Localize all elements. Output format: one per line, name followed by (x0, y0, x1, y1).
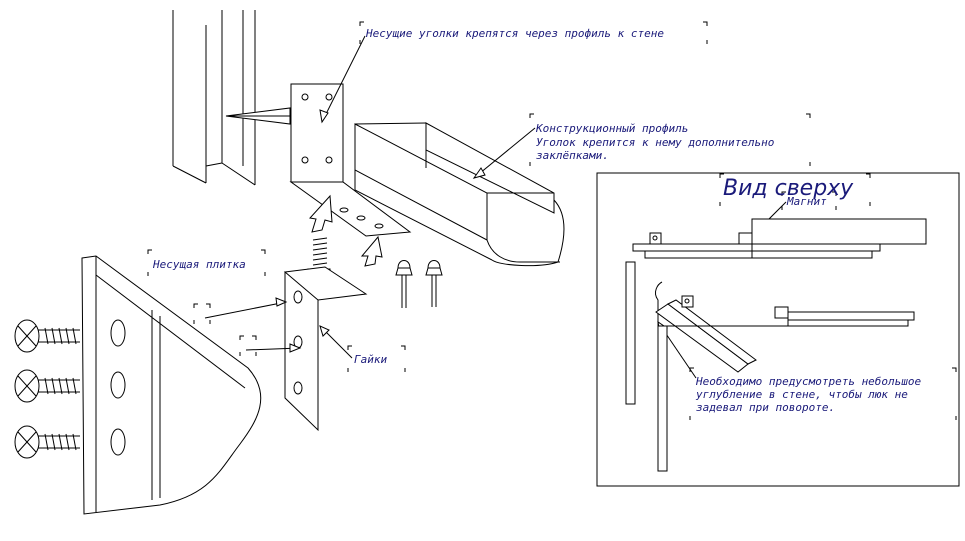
top-view-frame (596, 172, 960, 487)
label-magnet: Магнит (787, 195, 827, 208)
rivet-1 (395, 260, 413, 308)
bolt-1 (14, 319, 80, 353)
top-view-title: Вид сверху (723, 176, 854, 201)
label-bearing-tile: Несущая плитка (153, 258, 246, 271)
lower-bracket (283, 266, 368, 432)
bolt-2 (14, 369, 80, 403)
label-nuts: Гайки (354, 353, 388, 366)
label-frames (147, 21, 957, 420)
top-view-open-hatch (625, 261, 915, 472)
label-recess-note: Необходимо предусмотреть небольшое углуб… (696, 375, 922, 414)
label-wall-brackets: Несущие уголки крепятся через профиль к … (366, 27, 665, 40)
top-view-closed-hatch (632, 218, 927, 259)
structural-profile (354, 122, 565, 267)
label-profile-body: Уголок крепится к нему дополнительно зак… (536, 136, 775, 162)
wall-profile (172, 10, 256, 186)
bolt-3 (14, 425, 80, 459)
rivet-2 (425, 260, 443, 307)
label-profile-title: Конструкционный профиль (536, 122, 689, 135)
bearing-plate (81, 255, 262, 515)
wall-bracket (289, 83, 412, 237)
assembly-arrows (225, 107, 383, 267)
